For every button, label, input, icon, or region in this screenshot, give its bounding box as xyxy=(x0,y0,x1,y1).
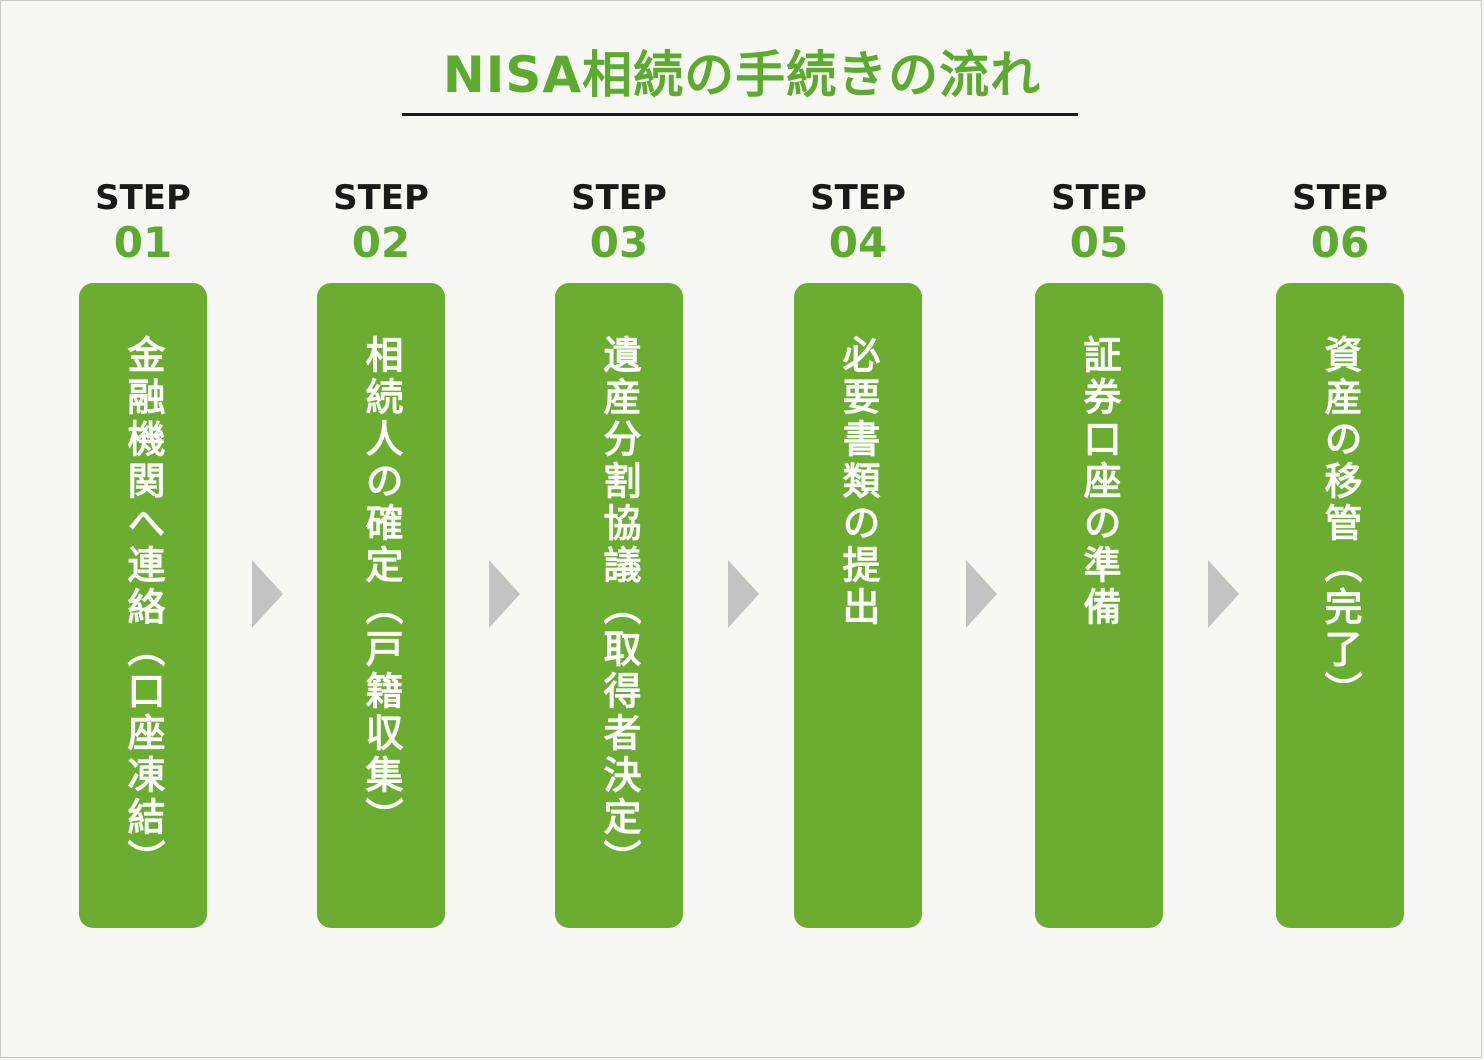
step-label: STEP xyxy=(571,178,667,218)
chevron-right-icon xyxy=(252,560,283,628)
step-text: 金融機関へ連絡（口座凍結） xyxy=(121,335,165,881)
step-label: STEP xyxy=(333,178,429,218)
step-box: 相続人の確定（戸籍収集） xyxy=(317,283,445,928)
step-box: 資産の移管（完了） xyxy=(1276,283,1404,928)
step-text: 証券口座の準備 xyxy=(1077,335,1121,629)
step-label: STEP xyxy=(1292,178,1388,218)
step-4: STEP 04 必要書類の提出 xyxy=(794,178,922,928)
step-5: STEP 05 証券口座の準備 xyxy=(1035,178,1163,928)
step-number: 06 xyxy=(1310,218,1370,267)
step-number: 01 xyxy=(113,218,173,267)
step-6: STEP 06 資産の移管（完了） xyxy=(1276,178,1404,928)
step-label: STEP xyxy=(810,178,906,218)
step-1: STEP 01 金融機関へ連絡（口座凍結） xyxy=(79,178,207,928)
step-3: STEP 03 遺産分割協議（取得者決定） xyxy=(555,178,683,928)
chevron-right-icon xyxy=(489,560,520,628)
step-2: STEP 02 相続人の確定（戸籍収集） xyxy=(317,178,445,928)
step-label: STEP xyxy=(95,178,191,218)
step-text: 相続人の確定（戸籍収集） xyxy=(359,335,403,839)
step-number: 05 xyxy=(1069,218,1129,267)
step-box: 金融機関へ連絡（口座凍結） xyxy=(79,283,207,928)
step-number: 02 xyxy=(351,218,411,267)
diagram-title: NISA相続の手続きの流れ xyxy=(442,46,1042,104)
step-text: 遺産分割協議（取得者決定） xyxy=(597,335,641,881)
step-number: 03 xyxy=(589,218,649,267)
step-box: 証券口座の準備 xyxy=(1035,283,1163,928)
step-label: STEP xyxy=(1051,178,1147,218)
chevron-right-icon xyxy=(1208,560,1239,628)
title-underline xyxy=(402,113,1078,116)
step-box: 遺産分割協議（取得者決定） xyxy=(555,283,683,928)
step-box: 必要書類の提出 xyxy=(794,283,922,928)
step-text: 必要書類の提出 xyxy=(836,335,880,629)
chevron-right-icon xyxy=(966,560,997,628)
step-text: 資産の移管（完了） xyxy=(1318,335,1362,713)
step-number: 04 xyxy=(828,218,888,267)
chevron-right-icon xyxy=(728,560,759,628)
